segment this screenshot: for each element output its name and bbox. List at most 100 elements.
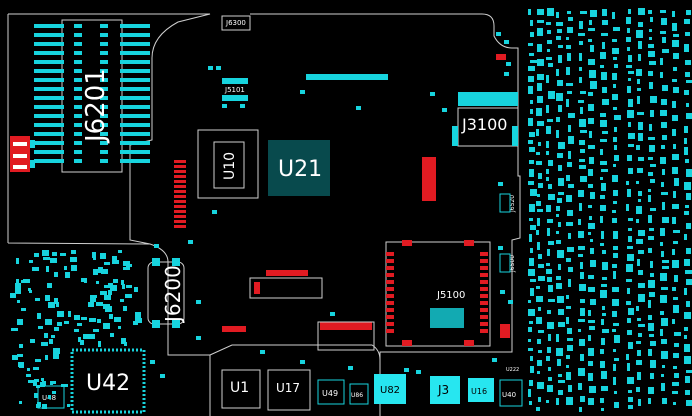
- j3100-connector[interactable]: J3100: [452, 92, 519, 147]
- passive-pad: [673, 67, 677, 71]
- passive-pad: [590, 192, 595, 199]
- passive-pad: [579, 339, 585, 346]
- passive-pad: [637, 168, 643, 173]
- passive-pad: [537, 28, 543, 36]
- j6201-pad: [120, 96, 150, 100]
- u40-chip[interactable]: U40: [499, 379, 523, 407]
- passive-pad: [558, 192, 564, 195]
- passive-pad: [650, 261, 653, 268]
- j6200-connector[interactable]: J6200: [147, 258, 185, 328]
- j6200-pad-1: [152, 258, 160, 266]
- passive-pad: [602, 329, 609, 333]
- passive-pad: [530, 60, 537, 63]
- fuse-component[interactable]: [10, 136, 35, 172]
- u16-chip[interactable]: U16: [468, 378, 494, 402]
- passive-pad: [36, 385, 40, 388]
- passive-pad: [612, 210, 616, 213]
- j5100-connector[interactable]: J5100: [385, 240, 491, 347]
- passive-pad: [566, 306, 571, 309]
- j6201-pad: [120, 150, 150, 154]
- j6201-pad: [120, 33, 150, 37]
- u42-chip[interactable]: U42: [70, 348, 146, 414]
- u10-chip[interactable]: U10: [197, 129, 259, 199]
- passive-pad: [602, 131, 608, 134]
- passive-pad: [579, 77, 582, 83]
- passive-pad: [602, 306, 605, 310]
- passive-pad: [661, 374, 664, 377]
- j5101-connector[interactable]: J5101: [222, 78, 248, 101]
- passive-pad: [578, 383, 582, 390]
- passive-pad: [30, 339, 35, 343]
- u82-chip[interactable]: U82: [374, 374, 406, 404]
- passive-pad: [684, 147, 688, 155]
- passive-pad: [26, 374, 31, 377]
- passive-pad: [661, 122, 667, 128]
- passive-pad: [579, 165, 586, 169]
- u86-chip[interactable]: U86: [349, 383, 369, 405]
- passive-pad: [613, 271, 616, 279]
- j6201-pad: [120, 105, 150, 109]
- j5100-red-pad: [386, 259, 394, 263]
- j5100-red-pad: [480, 259, 488, 263]
- j6201-connector[interactable]: J6201: [34, 19, 150, 173]
- passive-pad: [672, 204, 679, 209]
- passive-pad: [538, 307, 541, 311]
- board-outline: [7, 13, 521, 416]
- passive-pad: [650, 164, 656, 167]
- u21-label: U21: [278, 157, 322, 182]
- u21-chip[interactable]: U21: [268, 140, 330, 196]
- passive-pad: [88, 302, 94, 307]
- u17-body: [267, 369, 311, 411]
- passive-pad: [536, 286, 540, 289]
- passive-pad: [566, 317, 569, 324]
- j6201-pad: [100, 60, 108, 64]
- u1-chip[interactable]: U1: [221, 369, 261, 409]
- passive-pad: [601, 231, 604, 239]
- middle-red-component[interactable]: [249, 270, 323, 299]
- passive-pad: [135, 312, 141, 318]
- passive-pad: [589, 70, 596, 78]
- j5100-inner-pads: [430, 308, 464, 328]
- passive-pad: [546, 356, 550, 361]
- passive-pad: [638, 399, 641, 406]
- passive-pad: [628, 397, 633, 402]
- passive-pad: [612, 299, 619, 306]
- passive-pad: [530, 366, 534, 373]
- red-connector-pin: [174, 180, 186, 183]
- passive-pad: [660, 58, 663, 65]
- passive-pad: [537, 194, 540, 197]
- passive-pad: [686, 113, 692, 119]
- passive-pad: [612, 73, 617, 80]
- passive-pad: [673, 366, 677, 369]
- passive-pad: [556, 69, 559, 76]
- j6201-pad: [34, 132, 64, 136]
- passive-pad: [54, 298, 58, 304]
- passive-pad: [600, 349, 604, 354]
- j6201-pad: [100, 105, 108, 109]
- u17-chip[interactable]: U17: [267, 369, 311, 411]
- passive-pad: [638, 54, 641, 61]
- passive-pad: [547, 249, 550, 256]
- passive-pad: [260, 350, 265, 354]
- j6200-label: J6200: [161, 265, 185, 324]
- passive-pad: [602, 20, 608, 25]
- passive-pad: [685, 390, 690, 395]
- j6520-pad: [499, 193, 511, 213]
- j6300-connector[interactable]: J6300: [221, 15, 251, 31]
- passive-pad: [442, 108, 447, 112]
- passive-pad: [578, 190, 584, 197]
- passive-pad: [41, 378, 44, 381]
- j6201-pad: [74, 33, 82, 37]
- passive-pad: [548, 160, 553, 166]
- u49-chip[interactable]: U49: [317, 379, 345, 405]
- passive-pad: [579, 140, 585, 145]
- passive-pad: [588, 232, 591, 235]
- passive-pad: [567, 247, 574, 252]
- j6201-pad: [34, 96, 64, 100]
- j6201-pad: [100, 87, 108, 91]
- passive-pad: [600, 290, 607, 298]
- j3-connector[interactable]: J3: [430, 376, 460, 404]
- passive-pad: [121, 338, 126, 344]
